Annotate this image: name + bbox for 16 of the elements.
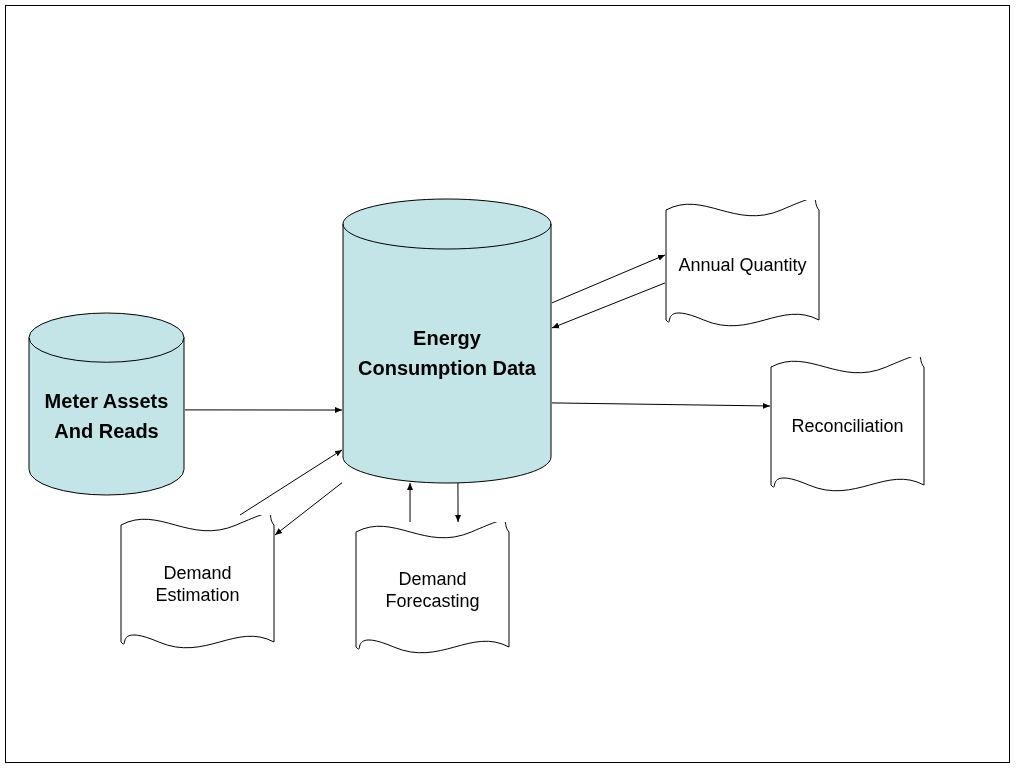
arrow [551,402,771,409]
arrow [551,282,666,329]
arrow [184,407,343,414]
document-label: Demand Forecasting [384,567,481,612]
arrow [455,482,462,523]
database-cylinder [342,198,552,483]
document-label: Reconciliation [790,415,905,437]
arrow [239,449,343,516]
arrow [274,482,343,536]
document-label: Demand Estimation [154,561,241,606]
arrow [407,482,414,523]
database-cylinder [28,312,185,495]
document-label: Annual Quantity [677,254,808,276]
database-label: Meter Assets And Reads [43,388,170,444]
arrow [551,254,666,304]
database-label: Energy Consumption Data [357,325,537,381]
